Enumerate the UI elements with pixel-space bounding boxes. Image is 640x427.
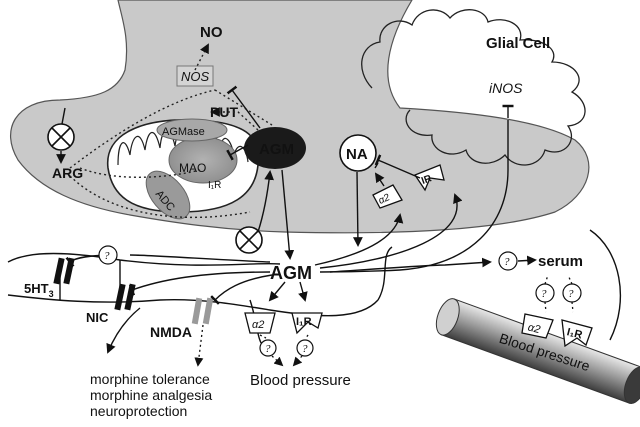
- agm-inner-label: AGM: [259, 141, 294, 158]
- question-node-3: ?: [296, 339, 314, 357]
- agm-inner-node: [244, 127, 306, 169]
- na-label: NA: [346, 146, 368, 163]
- svg-text:?: ?: [568, 288, 574, 300]
- alpha2-receptor-neuron: [372, 184, 403, 209]
- ir-receptor-neuron: [414, 164, 445, 192]
- na-node: [339, 134, 377, 172]
- no-label: NO: [200, 24, 223, 41]
- alpha2-receptor-vessel: [521, 313, 554, 339]
- serum-label: serum: [538, 253, 583, 270]
- ht3-label: 5HT3: [24, 281, 54, 299]
- i1r-outer-label: I₁R: [296, 316, 312, 328]
- effect-neuroprotection: neuroprotection: [90, 403, 187, 419]
- i1r-vessel-label: I₁R: [566, 326, 584, 341]
- effects-arrow: [106, 307, 141, 354]
- solid-pathways: [56, 85, 514, 273]
- nic-label: NIC: [86, 310, 109, 325]
- glial-cell-label: Glial Cell: [486, 35, 550, 52]
- inos-label: iNOS: [489, 80, 523, 96]
- effect-morphine-tolerance: morphine tolerance: [90, 371, 210, 387]
- agmase-enzyme: [156, 118, 228, 142]
- svg-text:?: ?: [265, 343, 271, 355]
- agm-outer-label: AGM: [270, 263, 312, 283]
- mao-label: MAO: [179, 161, 206, 175]
- nmda-channel: [191, 297, 214, 325]
- nos-label: NOS: [181, 69, 210, 84]
- question-node-1: ?: [98, 245, 118, 265]
- i1r-receptor-outer: [291, 312, 323, 335]
- question-node-2: ?: [259, 339, 277, 357]
- adc-enzyme: [145, 170, 191, 220]
- ir-inner-label: I₁R: [208, 180, 221, 191]
- glial-cell-outline: [361, 9, 586, 166]
- receptor-dotted-arrows: [194, 274, 574, 367]
- alpha2-vessel-label: α2: [527, 321, 542, 336]
- inhibition-symbol-arg: [47, 123, 75, 151]
- svg-text:?: ?: [541, 288, 547, 300]
- svg-text:?: ?: [302, 343, 308, 355]
- nos-box: [176, 65, 214, 87]
- inhibition-symbol-transport: [235, 226, 263, 254]
- question-node-5: ?: [535, 283, 555, 303]
- alpha2-receptor-outer: [244, 312, 276, 334]
- agmase-label: AGMase: [162, 126, 205, 138]
- alpha2-outer-label: α2: [252, 319, 264, 331]
- mao-enzyme: [168, 136, 238, 184]
- arg-label: ARG: [52, 165, 83, 181]
- svg-text:?: ?: [104, 250, 110, 262]
- question-node-6: ?: [562, 283, 582, 303]
- serum-arrow: [517, 255, 537, 266]
- blood-vessel: [435, 298, 640, 404]
- i1r-receptor-vessel: [561, 319, 593, 348]
- blood-pressure-left-label: Blood pressure: [250, 372, 351, 389]
- svg-text:?: ?: [504, 256, 510, 268]
- ir-receptor-label: IR: [420, 173, 434, 187]
- effect-morphine-analgesia: morphine analgesia: [90, 387, 212, 403]
- alpha2-label: α2: [377, 192, 392, 207]
- nmda-label: NMDA: [150, 324, 192, 340]
- question-node-4: ?: [498, 251, 518, 271]
- dotted-pathways: [69, 43, 273, 219]
- nic-channel: [114, 283, 136, 311]
